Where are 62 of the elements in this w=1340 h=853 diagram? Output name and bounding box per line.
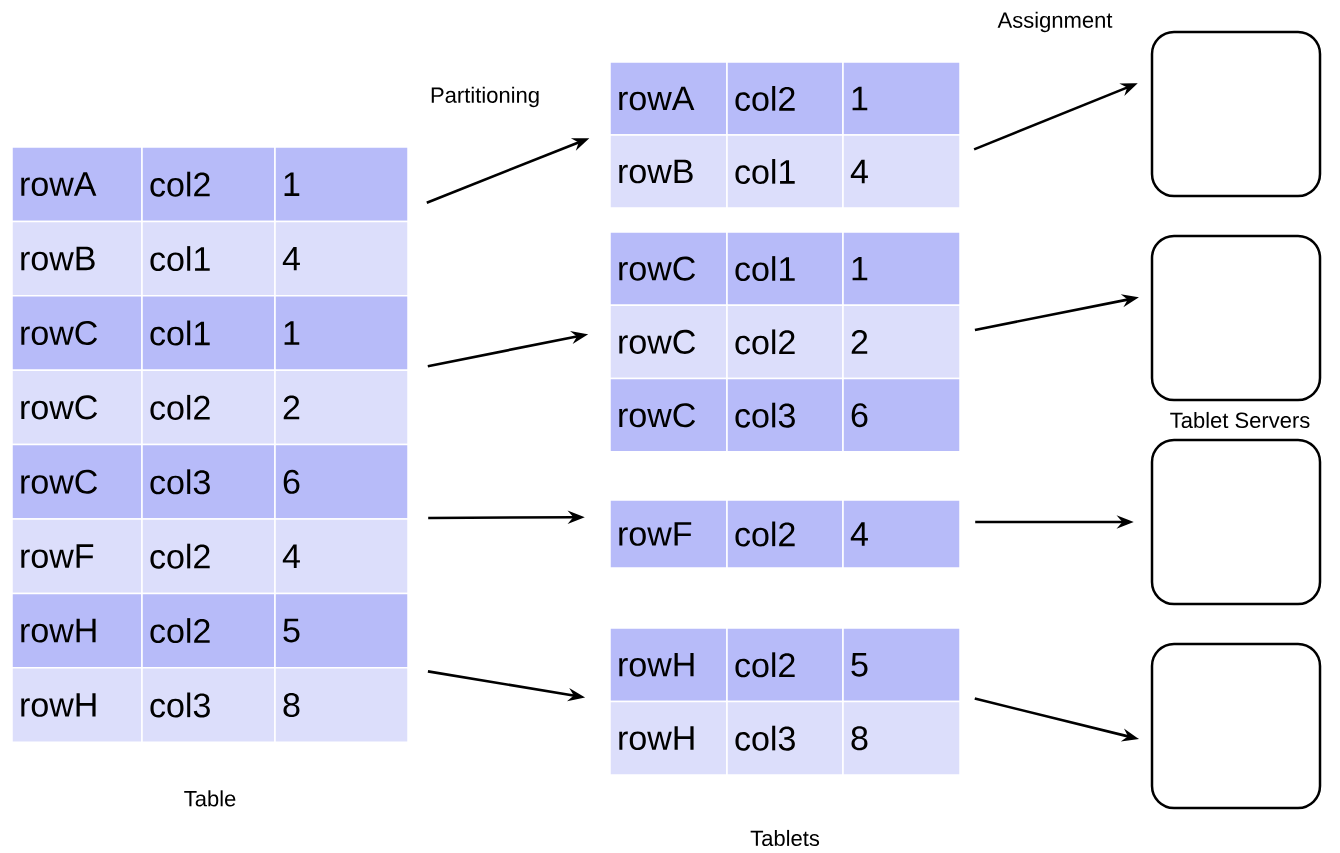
table-cell: 4 xyxy=(274,518,409,595)
table-cell: rowC xyxy=(609,231,728,306)
server-box xyxy=(1150,438,1322,606)
data-table xyxy=(609,499,961,569)
data-table xyxy=(11,146,409,743)
table-cell: 1 xyxy=(842,61,961,136)
table-cell: col3 xyxy=(726,377,844,453)
table-cell: rowH xyxy=(609,627,728,703)
table-cell: rowC xyxy=(609,304,728,380)
data-table xyxy=(609,231,961,453)
table-cell: 8 xyxy=(842,700,961,776)
table-cell: 5 xyxy=(274,592,409,669)
server-box xyxy=(1150,234,1322,402)
table-cell: col2 xyxy=(141,592,276,669)
table-cell: rowC xyxy=(11,369,143,446)
node-label: Table xyxy=(184,790,236,807)
table-cell: 4 xyxy=(842,134,961,209)
table-cell: rowB xyxy=(609,134,728,209)
label: Tablets xyxy=(750,829,820,847)
table-cell: rowB xyxy=(11,220,143,297)
table-cell: 4 xyxy=(842,499,961,569)
table-cell: col1 xyxy=(726,231,844,306)
table-cell: rowH xyxy=(609,700,728,776)
server-box xyxy=(1150,642,1322,810)
data-table xyxy=(609,627,961,776)
label: Tablet Servers xyxy=(1170,411,1310,429)
table-cell: rowC xyxy=(609,377,728,453)
table-cell: 1 xyxy=(274,146,409,223)
table-cell: col3 xyxy=(141,667,276,743)
table-cell: 8 xyxy=(274,667,409,743)
table-cell: rowH xyxy=(11,667,143,743)
server-box xyxy=(1150,30,1322,198)
table-cell: col1 xyxy=(141,295,276,371)
table-cell: col2 xyxy=(141,369,276,446)
table-cell: rowC xyxy=(11,443,143,520)
label: Assignment xyxy=(997,11,1113,33)
table-cell: 1 xyxy=(274,295,409,371)
table-cell: col3 xyxy=(141,443,276,520)
table-cell: 6 xyxy=(842,377,961,453)
table-cell: col3 xyxy=(726,700,844,776)
table-cell: col2 xyxy=(726,61,844,136)
table-cell: 5 xyxy=(842,627,961,703)
label: Partitioning xyxy=(431,86,539,108)
table-cell: 2 xyxy=(274,369,409,446)
table-cell: 1 xyxy=(842,231,961,306)
table-cell: rowC xyxy=(11,295,143,371)
table-cell: rowF xyxy=(609,499,728,569)
table-cell: col2 xyxy=(141,518,276,595)
table-cell: rowH xyxy=(11,592,143,669)
table-cell: rowF xyxy=(11,518,143,595)
table-cell: col1 xyxy=(726,134,844,209)
table-cell: col2 xyxy=(726,627,844,703)
table-cell: 4 xyxy=(274,220,409,297)
table-cell: rowA xyxy=(609,61,728,136)
data-table xyxy=(609,61,961,209)
table-cell: rowA xyxy=(11,146,143,223)
table-cell: col2 xyxy=(726,499,844,569)
table-cell: col2 xyxy=(726,304,844,380)
table-cell: col2 xyxy=(141,146,276,223)
table-cell: 2 xyxy=(842,304,961,380)
table-cell: col1 xyxy=(141,220,276,297)
table-cell: 6 xyxy=(274,443,409,520)
